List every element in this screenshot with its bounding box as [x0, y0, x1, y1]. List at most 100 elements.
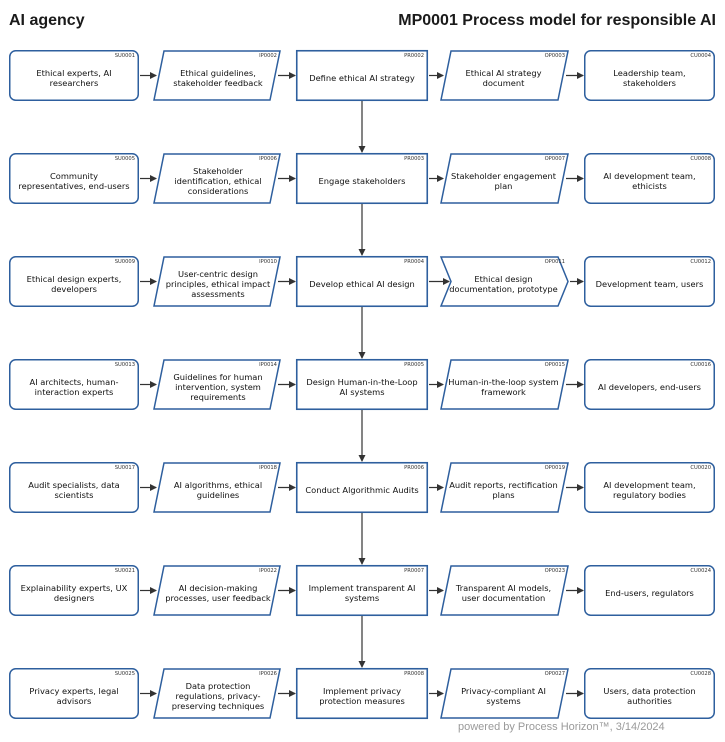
customer-shape	[584, 50, 715, 101]
process-shape	[295, 564, 429, 617]
process-code: PR0005	[404, 362, 424, 368]
output-shape	[440, 462, 569, 513]
process-shape	[295, 461, 429, 514]
input-shape	[153, 153, 281, 204]
process-label: Design Human-in-the-Loop AI systems	[306, 376, 418, 397]
process-code: PR0003	[404, 156, 424, 162]
customer-shape	[584, 153, 715, 204]
input-label: AI algorithms, ethical guidelines	[173, 479, 263, 500]
output-code: OP0003	[544, 53, 565, 59]
supplier-label: Ethical experts, AI researchers	[36, 67, 112, 88]
output-code: OP0023	[544, 568, 565, 574]
input-code: IP0006	[259, 156, 277, 162]
output-shape	[440, 153, 569, 204]
process-code: PR0004	[404, 259, 424, 265]
process-shape	[295, 49, 429, 102]
output-code: OP0019	[544, 465, 565, 471]
output-label: Stakeholder engagement plan	[450, 170, 557, 191]
output-label: Ethical AI strategy document	[465, 67, 542, 88]
customer-label: Leadership team, stakeholders	[613, 67, 686, 88]
customer-code: CU0008	[690, 156, 711, 162]
customer-shape	[584, 359, 715, 410]
output-code: OP0011	[544, 259, 565, 265]
supplier-shape	[9, 50, 139, 101]
customer-code: CU0016	[690, 362, 711, 368]
customer-code: CU0004	[690, 53, 711, 59]
input-shape	[153, 359, 281, 410]
input-shape	[153, 668, 281, 719]
supplier-label: Community representatives, end-users	[18, 170, 130, 191]
output-shape	[439, 256, 569, 307]
process-label: Develop ethical AI design	[309, 278, 415, 289]
input-code: IP0014	[259, 362, 277, 368]
app-title: AI agency	[9, 12, 85, 29]
output-shape	[440, 50, 569, 101]
output-label: Privacy-compliant AI systems	[461, 685, 546, 706]
output-shape	[440, 565, 569, 616]
output-label: Transparent AI models, user documentatio…	[455, 582, 552, 603]
input-shape	[153, 50, 281, 101]
supplier-code: SU0009	[114, 259, 135, 265]
supplier-code: SU0025	[114, 671, 135, 677]
output-code: OP0027	[544, 671, 565, 677]
supplier-shape	[9, 359, 139, 410]
customer-code: CU0012	[690, 259, 711, 265]
customer-code: CU0020	[690, 465, 711, 471]
output-shape	[440, 359, 569, 410]
customer-code: CU0024	[690, 568, 711, 574]
process-label: Define ethical AI strategy	[309, 72, 415, 83]
supplier-code: SU0021	[114, 568, 135, 574]
process-label: Conduct Algorithmic Audits	[305, 484, 419, 495]
input-code: IP0002	[259, 53, 277, 59]
customer-shape	[584, 668, 715, 719]
supplier-code: SU0001	[114, 53, 135, 59]
output-code: OP0007	[544, 156, 565, 162]
supplier-label: Privacy experts, legal advisors	[29, 685, 119, 706]
process-label: Implement transparent AI systems	[308, 582, 416, 603]
customer-code: CU0028	[690, 671, 711, 677]
process-code: PR0007	[404, 568, 424, 574]
process-shape	[295, 152, 429, 205]
supplier-label: Audit specialists, data scientists	[28, 479, 120, 500]
input-shape	[153, 462, 281, 513]
input-label: Stakeholder identification, ethical cons…	[174, 165, 262, 196]
process-label: Implement privacy protection measures	[319, 685, 405, 706]
customer-label: Users, data protection authorities	[603, 685, 696, 706]
